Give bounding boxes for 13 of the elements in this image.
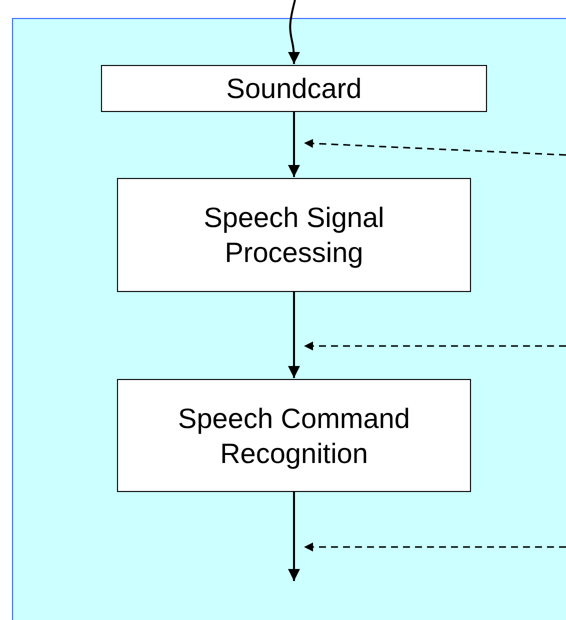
box-label: Speech Command Recognition [177,402,411,470]
dashed-arrow [304,342,566,350]
box-label: Speech Signal Processing [202,201,386,270]
process-box [101,65,487,112]
box-label: Soundcard [225,72,363,106]
arrow [288,111,300,177]
process-box [117,178,471,292]
arrow [288,0,300,64]
dashed-arrow [304,542,566,552]
arrow [288,491,300,581]
dashed-arrow [304,138,566,156]
arrow [288,291,300,378]
process-box [117,379,471,492]
